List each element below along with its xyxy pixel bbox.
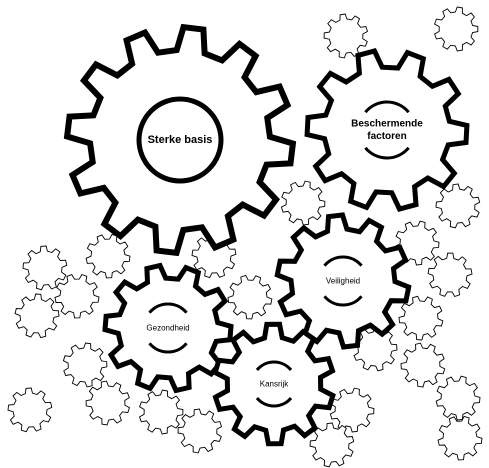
small-gear-icon	[178, 409, 221, 453]
small-gear-icon	[435, 7, 478, 51]
small-gear-icon	[86, 381, 129, 425]
gear-beschermende-factoren: Beschermende factoren	[307, 51, 467, 209]
gear-label: Kansrijk	[260, 380, 289, 389]
small-gear-icon	[228, 275, 272, 319]
small-gear-icon	[428, 253, 472, 296]
small-gear-icon	[436, 184, 480, 228]
small-gear-icon	[8, 388, 52, 432]
small-gear-icon	[324, 14, 367, 58]
small-gear-icon	[86, 234, 130, 278]
small-gear-icon	[436, 376, 480, 420]
gear-label: Sterke basis	[148, 134, 213, 146]
small-gear-icon	[401, 343, 445, 387]
small-gear-icon	[281, 181, 325, 225]
small-gear-icon	[330, 388, 374, 432]
small-gear-icon	[438, 416, 482, 460]
gear-veiligheid: Veiligheid	[277, 215, 408, 347]
small-gear-icon	[140, 390, 183, 434]
gear-gezondheid: Gezondheid	[105, 266, 231, 391]
gear-sterke-basis: Sterke basis	[67, 27, 293, 253]
gear-label: factoren	[367, 131, 406, 142]
gear-label: Veiligheid	[326, 277, 360, 286]
small-gear-icon	[63, 343, 107, 387]
small-gear-icon	[15, 294, 59, 338]
gear-label: Beschermende	[351, 118, 423, 129]
gear-label: Gezondheid	[146, 324, 189, 333]
small-gear-icon	[55, 275, 99, 318]
